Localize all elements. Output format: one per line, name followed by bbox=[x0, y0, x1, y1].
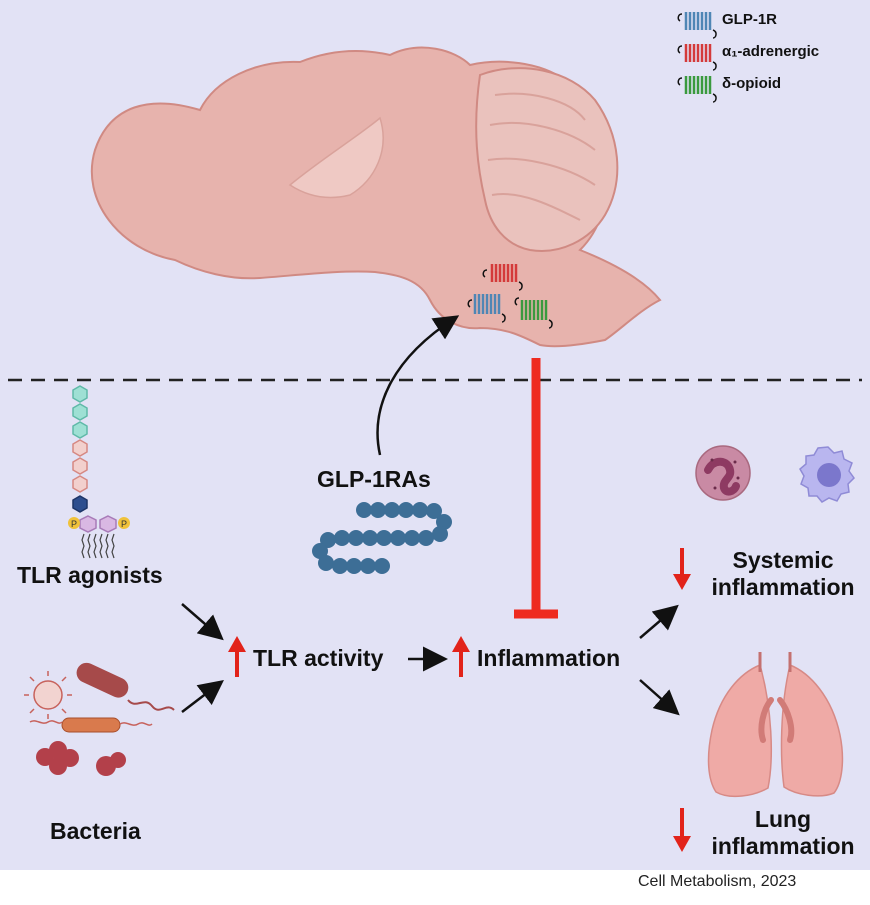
svg-text:P: P bbox=[121, 519, 127, 529]
legend-delta-icon bbox=[677, 76, 717, 103]
journal-credit: Cell Metabolism, 2023 bbox=[638, 873, 797, 890]
inflammation-label: Inflammation bbox=[477, 645, 621, 671]
tlr-agonists-label: TLR agonists bbox=[17, 562, 163, 588]
legend-alpha1-label: α₁-adrenergic bbox=[722, 43, 820, 60]
alpha1-receptor-icon bbox=[490, 264, 518, 282]
bacteria-label: Bacteria bbox=[50, 818, 141, 844]
bacteria-to-tlr-arrow bbox=[181, 679, 224, 713]
lung-inflammation-label: Lung inflammation bbox=[698, 806, 868, 860]
inflammation-up-arrow-icon bbox=[452, 636, 470, 677]
agonists-to-tlr-arrow bbox=[181, 603, 224, 641]
systemic-line1: Systemic bbox=[732, 547, 834, 573]
brain-illustration bbox=[90, 46, 662, 348]
lung-line2: inflammation bbox=[711, 833, 855, 859]
legend-alpha1-icon bbox=[677, 44, 717, 71]
legend-delta-label: δ-opioid bbox=[722, 75, 782, 92]
legend-glp1r-label: GLP-1R bbox=[722, 11, 778, 28]
systemic-down-arrow-icon bbox=[673, 548, 691, 590]
lungs-illustration bbox=[707, 652, 844, 798]
tlr-agonist-molecule: P P bbox=[68, 385, 130, 559]
macrophage-icon bbox=[799, 446, 855, 503]
cerebellum-shape bbox=[475, 67, 619, 252]
bacteria-cluster bbox=[24, 662, 175, 776]
glp1r-receptor-icon bbox=[473, 294, 501, 314]
glp1ras-to-brain-arrow bbox=[376, 315, 460, 456]
inflammation-to-lung-arrow bbox=[639, 679, 680, 716]
glp1ras-label: GLP-1RAs bbox=[317, 466, 431, 492]
lung-down-arrow-icon bbox=[673, 808, 691, 852]
inflammation-to-systemic-arrow bbox=[639, 604, 679, 639]
systemic-line2: inflammation bbox=[711, 574, 855, 600]
tlr-activity-label: TLR activity bbox=[253, 645, 384, 671]
ventricle-shape bbox=[288, 116, 384, 199]
inhibition-bar bbox=[514, 358, 558, 619]
neutrophil-icon bbox=[695, 445, 751, 501]
footer-band bbox=[0, 870, 870, 905]
lung-line1: Lung bbox=[754, 806, 812, 832]
cerebellum-folds bbox=[487, 92, 596, 221]
brainstem-receptors bbox=[467, 264, 553, 329]
systemic-inflammation-label: Systemic inflammation bbox=[698, 547, 868, 601]
svg-text:P: P bbox=[71, 519, 77, 529]
tlr-up-arrow-icon bbox=[228, 636, 246, 677]
legend-glp1r-icon bbox=[677, 12, 717, 39]
delta-receptor-icon bbox=[520, 300, 548, 320]
glp1ra-peptide-chain bbox=[312, 502, 452, 574]
